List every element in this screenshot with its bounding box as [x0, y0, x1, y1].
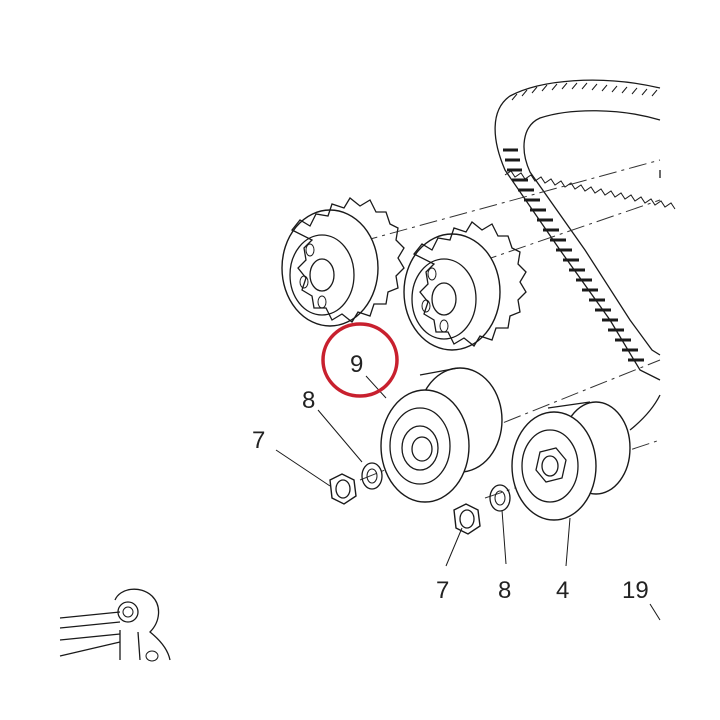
- highlight-circle: [321, 322, 399, 398]
- nut-right: [453, 503, 481, 535]
- callout-nut-left: 7: [252, 427, 265, 454]
- engine-bracket-fragment: [59, 588, 171, 662]
- callout-nut-right: 7: [436, 577, 449, 604]
- callout-washer-left: 8: [302, 387, 315, 414]
- camshaft-sprocket-right: [403, 221, 527, 351]
- washer-right: [489, 484, 511, 512]
- callout-idler-pulley: 4: [556, 577, 569, 604]
- washer-left: [361, 462, 383, 490]
- idler-pulley: [511, 401, 631, 521]
- tensioner-pulley: [380, 367, 503, 503]
- nut-left: [329, 473, 357, 505]
- callout-washer-right: 8: [498, 577, 511, 604]
- callout-tensioner-pulley: 9: [350, 351, 363, 378]
- timing-belt: [494, 79, 676, 431]
- callout-timing-belt: 19: [622, 577, 649, 604]
- leader-lines: [275, 375, 661, 621]
- camshaft-sprocket-left: [281, 197, 405, 327]
